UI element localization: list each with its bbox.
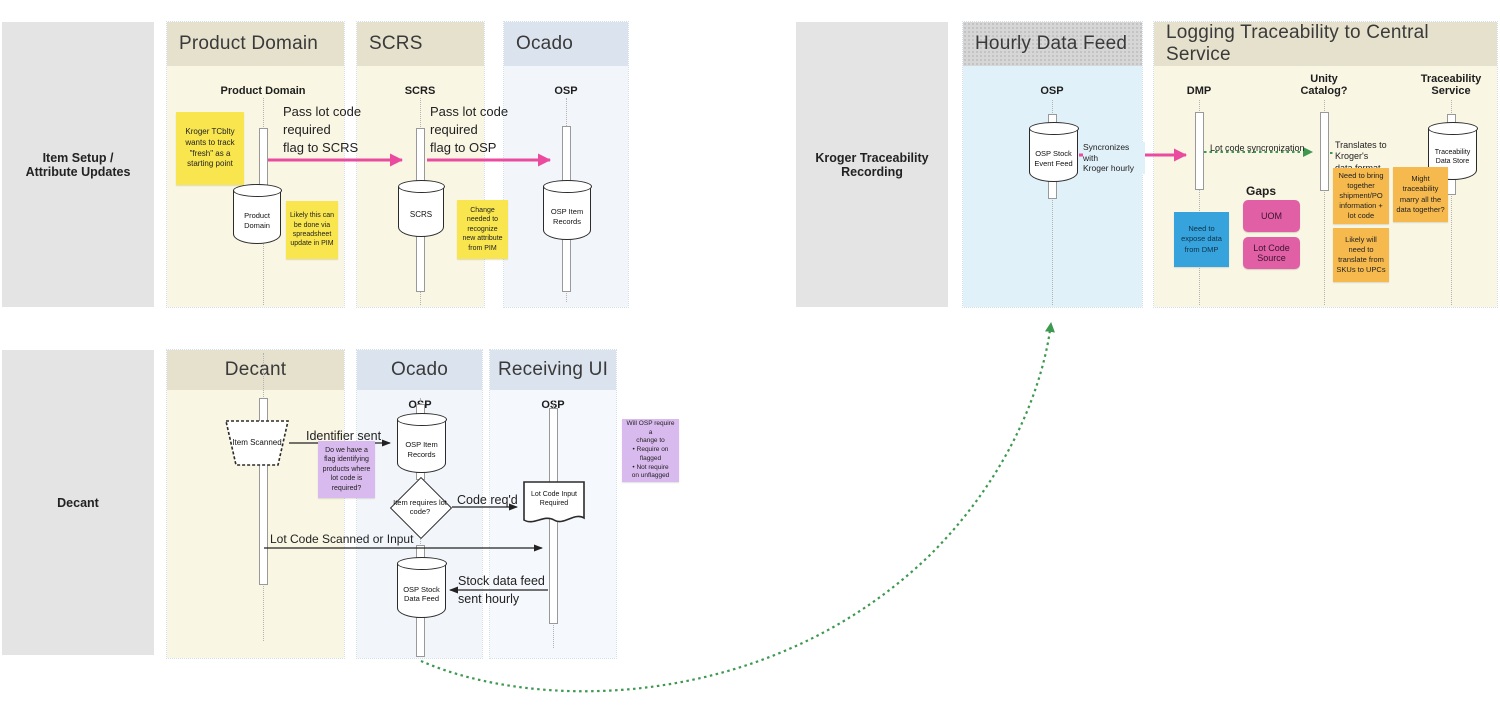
column-scrs-title: SCRS [369, 33, 423, 54]
activation-bar-dmp [1195, 112, 1204, 190]
gaps-title: Gaps [1246, 184, 1277, 198]
sticky-expose-dmp-text: Need to expose data from DMP [1181, 224, 1222, 254]
column-decant[interactable]: Decant [166, 349, 345, 659]
sticky-shipment-po-text: Need to bring together shipment/PO infor… [1338, 170, 1384, 221]
db-traceability-data-store-label: Traceability Data Store [1434, 148, 1471, 165]
lane-decant[interactable]: Decant [2, 350, 154, 655]
db-osp-stock-event-feed[interactable]: OSP Stock Event Feed [1028, 122, 1079, 182]
actor-product-domain: Product Domain [220, 85, 306, 97]
column-ocado-top-title: Ocado [516, 33, 573, 54]
lifeline-traceability-service [1451, 100, 1452, 305]
sticky-marry-data[interactable]: Might traceability marry all the data to… [1393, 167, 1448, 222]
sticky-skus-upcs-text: Likely will need to translate from SKUs … [1336, 234, 1386, 275]
db-product-domain[interactable]: Product Domain [232, 184, 282, 244]
gap-lot-code-source[interactable]: Lot Code Source [1243, 237, 1300, 269]
sticky-change-needed-text: Change needed to recognize new attribute… [462, 206, 503, 252]
sticky-expose-dmp[interactable]: Need to expose data from DMP [1174, 212, 1229, 267]
column-product-domain-title: Product Domain [179, 33, 319, 54]
sticky-skus-upcs[interactable]: Likely will need to translate from SKUs … [1333, 228, 1389, 282]
column-product-domain-header: Product Domain [167, 22, 344, 66]
label-syncronizes: Syncronizes with Kroger hourly [1083, 142, 1145, 174]
sticky-osp-require-change[interactable]: Will OSP require a change to • Require o… [622, 419, 679, 482]
document-icon [523, 481, 585, 523]
trapezoid-icon [224, 420, 290, 466]
db-osp-item-records-top[interactable]: OSP Item Records [542, 180, 592, 240]
sticky-flag-identifying[interactable]: Do we have a flag identifying products w… [318, 441, 375, 498]
actor-scrs: SCRS [404, 85, 436, 97]
activation-bar-trace-bottom [1447, 179, 1456, 195]
db-osp-item-records-decant-label: OSP Item Records [405, 440, 438, 459]
sticky-change-needed[interactable]: Change needed to recognize new attribute… [457, 200, 508, 259]
activation-bar-decant [259, 398, 268, 585]
lane-item-setup[interactable]: Item Setup / Attribute Updates [2, 22, 154, 307]
column-scrs-header: SCRS [357, 22, 484, 66]
label-code-reqd: Code req'd [457, 493, 518, 507]
gap-uom-text: UOM [1261, 211, 1282, 221]
column-ocado-decant-title: Ocado [391, 359, 448, 380]
column-ocado-decant-header: Ocado [357, 350, 482, 390]
db-scrs[interactable]: SCRS [397, 180, 445, 237]
label-identifier-sent: Identifier sent [306, 429, 382, 443]
label-stock-feed-hourly: Stock data feed sent hourly [458, 574, 545, 606]
actor-osp-hourly: OSP [1040, 85, 1064, 97]
sticky-osp-require-change-text: Will OSP require a change to • Require o… [626, 419, 675, 480]
activation-bar-unity [1320, 112, 1329, 191]
shape-decision-lot-code[interactable]: Item requires lot code? [389, 476, 453, 540]
column-logging-traceability-header: Logging Traceability to Central Service [1154, 22, 1497, 66]
column-decant-title: Decant [224, 359, 287, 380]
sticky-flag-identifying-text: Do we have a flag identifying products w… [322, 446, 371, 492]
sticky-shipment-po[interactable]: Need to bring together shipment/PO infor… [1333, 168, 1389, 224]
db-osp-stock-event-feed-label: OSP Stock Event Feed [1034, 149, 1073, 168]
db-osp-item-records-decant[interactable]: OSP Item Records [396, 413, 447, 473]
shape-decision-lot-code-label: Item requires lot code? [393, 498, 447, 516]
db-scrs-label: SCRS [409, 210, 433, 219]
label-lot-code-sync: Lot code syncronization [1210, 143, 1305, 153]
sticky-spreadsheet-pim[interactable]: Likely this can be done via spreadsheet … [286, 201, 338, 259]
lane-kroger-traceability[interactable]: Kroger Traceability Recording [796, 22, 948, 307]
gap-lot-code-source-text: Lot Code Source [1253, 243, 1290, 263]
column-logging-traceability-title: Logging Traceability to Central Service [1166, 22, 1429, 65]
db-osp-stock-data-feed[interactable]: OSP Stock Data Feed [396, 557, 447, 618]
column-hourly-data-feed-title: Hourly Data Feed [975, 33, 1128, 54]
sticky-marry-data-text: Might traceability marry all the data to… [1396, 174, 1445, 214]
lifeline-unity-catalog [1324, 100, 1325, 305]
column-receiving-ui-title: Receiving UI [497, 359, 609, 380]
shape-doc-lot-code-input-label: Lot Code Input Required [531, 491, 577, 507]
lifeline-dmp [1199, 100, 1200, 305]
column-hourly-data-feed-header: Hourly Data Feed [963, 22, 1142, 66]
label-pass-flag-scrs: Pass lot code required flag to SCRS [283, 104, 362, 156]
sticky-kroger-tcblty[interactable]: Kroger TCblty wants to track "fresh" as … [176, 112, 244, 185]
column-scrs[interactable]: SCRS [356, 21, 485, 308]
shape-doc-lot-code-input[interactable]: Lot Code Input Required [523, 481, 585, 527]
shape-item-scanned[interactable]: Item Scanned [224, 419, 290, 467]
lane-kroger-traceability-label: Kroger Traceability Recording [815, 150, 929, 179]
db-osp-stock-data-feed-label: OSP Stock Data Feed [403, 584, 440, 603]
label-pass-flag-osp: Pass lot code required flag to OSP [430, 104, 509, 156]
actor-unity-catalog: Unity Catalog? [1300, 73, 1348, 97]
sticky-spreadsheet-pim-text: Likely this can be done via spreadsheet … [290, 212, 334, 248]
shape-item-scanned-label: Item Scanned [232, 438, 282, 447]
sticky-kroger-tcblty-text: Kroger TCblty wants to track "fresh" as … [185, 126, 235, 169]
activation-bar-hourly-bottom [1048, 180, 1057, 199]
db-osp-item-records-top-label: OSP Item Records [550, 207, 584, 226]
lane-decant-label: Decant [57, 495, 99, 510]
actor-dmp: DMP [1186, 85, 1212, 97]
gap-uom[interactable]: UOM [1243, 200, 1300, 232]
label-lot-code-scanned: Lot Code Scanned or Input [270, 532, 414, 546]
lane-item-setup-label: Item Setup / Attribute Updates [25, 150, 131, 179]
lifeline-osp-hourly [1052, 100, 1053, 305]
column-receiving-ui-header: Receiving UI [490, 350, 616, 390]
actor-traceability-service: Traceability Service [1420, 73, 1482, 97]
column-ocado-top-header: Ocado [504, 22, 628, 66]
db-product-domain-label: Product Domain [244, 211, 270, 230]
activation-bar-ocado-4 [416, 617, 425, 657]
column-decant-header: Decant [167, 350, 344, 390]
actor-osp-top: OSP [554, 85, 578, 97]
